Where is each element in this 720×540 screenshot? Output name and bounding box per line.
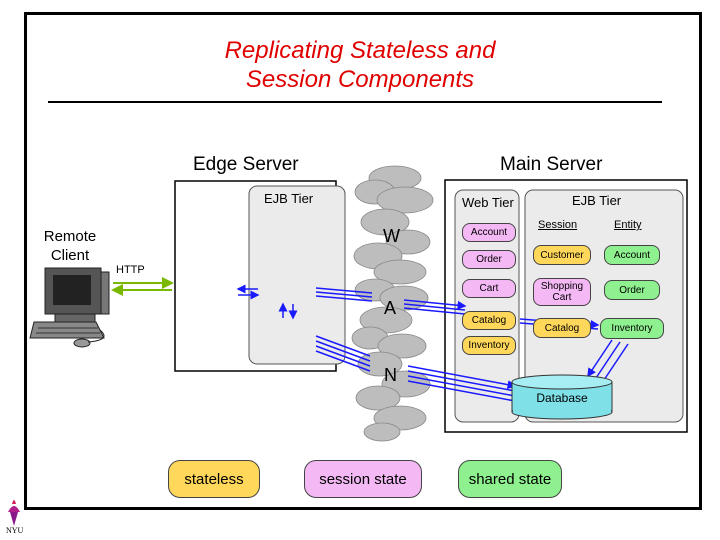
title-line-1: Replicating Stateless and	[224, 37, 496, 64]
remote-client-line-2: Client	[50, 247, 90, 264]
slide-title: Replicating Stateless and Session Compon…	[0, 36, 720, 94]
session-shopping-cart-component: Shopping Cart	[533, 278, 591, 306]
session-catalog-component: Catalog	[533, 318, 591, 338]
title-line-2: Session Components	[245, 66, 475, 93]
main-ejb-tier-label: EJB Tier	[572, 193, 622, 208]
entity-inventory-component: Inventory	[600, 318, 664, 339]
nyu-logo-text: NYU	[6, 526, 24, 535]
database-icon	[511, 374, 613, 420]
entity-column-header: Entity	[614, 219, 642, 231]
legend-session-state: session state	[304, 460, 422, 498]
wan-letter-n: N	[384, 365, 397, 385]
wan-letter-a: A	[384, 298, 397, 318]
web-tier-label: Web Tier	[462, 195, 514, 210]
title-underline	[48, 101, 662, 103]
web-tier-box	[454, 189, 520, 423]
remote-client-label: Remote Client	[37, 227, 103, 265]
http-arrows	[111, 277, 174, 296]
edge-server-label: Edge Server	[193, 154, 299, 175]
web-account-component: Account	[462, 223, 516, 242]
computer-icon	[29, 267, 110, 348]
database-label: Database	[536, 391, 588, 405]
entity-order-component: Order	[604, 280, 660, 300]
entity-account-component: Account	[604, 245, 660, 265]
web-order-component: Order	[462, 250, 516, 269]
main-server-label: Main Server	[500, 154, 603, 175]
legend-shared-state: shared state	[458, 460, 562, 498]
legend-stateless: stateless	[168, 460, 260, 498]
remote-client-line-1: Remote	[43, 228, 97, 245]
web-catalog-component: Catalog	[462, 311, 516, 330]
nyu-torch-icon	[8, 500, 20, 526]
http-label: HTTP	[116, 264, 145, 276]
session-customer-component: Customer	[533, 245, 591, 265]
wan-letter-w: W	[383, 226, 400, 246]
wan-cloud	[351, 165, 434, 442]
edge-ejb-tier-box	[248, 185, 346, 365]
edge-ejb-tier-label: EJB Tier	[264, 191, 314, 206]
session-column-header: Session	[538, 219, 578, 231]
web-inventory-component: Inventory	[462, 336, 516, 355]
web-cart-component: Cart	[462, 279, 516, 298]
